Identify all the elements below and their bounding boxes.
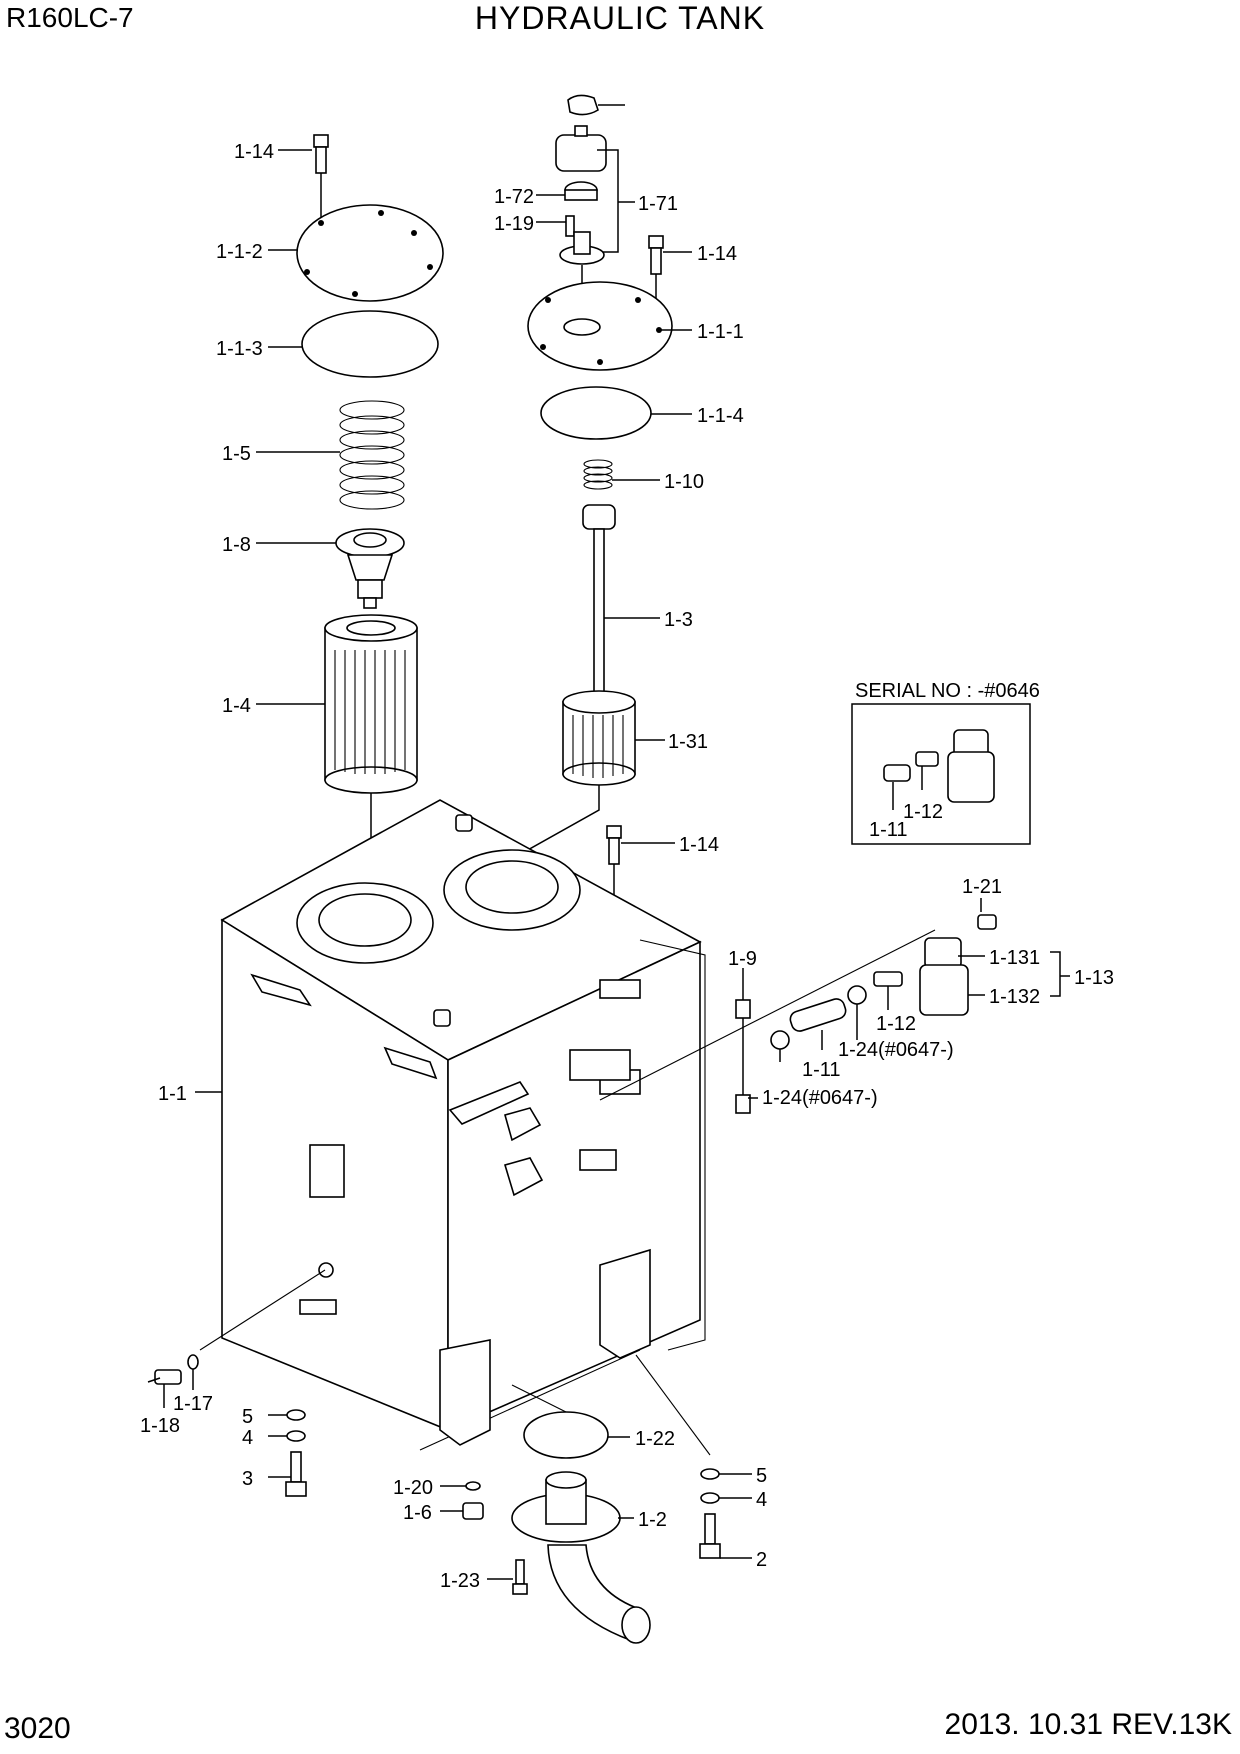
bolt-1-14-right [648,235,664,300]
hydraulic-tank-body-1-1 [220,799,706,1451]
breather-element-1-72 [564,181,598,201]
o-ring-1-1-3 [301,310,439,378]
callout-1-132: 1-132 [989,986,1040,1008]
callout-1-17: 1-17 [173,1393,213,1415]
callout-1-71: 1-71 [638,193,678,215]
callout-1-23: 1-23 [440,1570,480,1592]
washer-5-right [700,1468,720,1480]
o-ring-1-1-4 [540,386,652,440]
callout-1-18: 1-18 [140,1415,180,1437]
callout-1-24-a: 1-24(#0647-) [838,1039,954,1061]
leader-right-foot [635,1354,711,1456]
callout-1-13: 1-13 [1074,967,1114,989]
page-number: 3020 [4,1712,71,1745]
callout-1-72: 1-72 [494,186,534,208]
filter-cartridge-1-132 [919,964,969,1016]
connector-1-21 [977,914,997,930]
callout-1-11-a: 1-11 [802,1059,841,1081]
callout-1-1-4: 1-1-4 [697,405,744,427]
callout-1-1-3: 1-1-3 [216,338,263,360]
suction-pipe-1-2 [511,1471,651,1644]
callout-3: 3 [242,1468,253,1490]
callout-1-2: 1-2 [638,1509,667,1531]
bypass-valve-1-8 [335,528,405,609]
callout-2: 2 [756,1549,767,1571]
callout-1-14-b: 1-14 [697,243,737,265]
callout-1-131: 1-131 [989,947,1040,969]
callout-1-4: 1-4 [222,695,251,717]
callout-1-31: 1-31 [668,731,708,753]
bolt-1-14-left [313,134,329,218]
bolt-1-23 [512,1559,528,1595]
callout-1-12-a: 1-12 [876,1013,916,1035]
serial-label: SERIAL NO : -#0646 [855,680,1040,702]
callout-1-1: 1-1 [158,1083,187,1105]
callout-1-24-b: 1-24(#0647-) [762,1087,878,1109]
callout-1-1-1: 1-1-1 [697,321,744,343]
leader-filter-assembly [599,929,936,1101]
adapter-1-12 [873,971,903,987]
bolt-3 [285,1451,307,1497]
clamp-1-24-b [770,1030,790,1050]
callout-4-right: 4 [756,1489,767,1511]
screw-1-19 [565,215,575,237]
cover-plate-1-1-2 [296,204,444,302]
callout-1-3: 1-3 [664,609,693,631]
clamp-1-24-a [847,985,867,1005]
air-breather-cap [555,94,625,172]
filter-element-1-4 [324,614,418,794]
callout-1-12-b: 1-12 [903,801,943,823]
callout-1-19: 1-19 [494,213,534,235]
callout-1-6: 1-6 [403,1502,432,1524]
callout-1-10: 1-10 [664,471,704,493]
callout-leaders [163,149,1070,1580]
o-ring-1-22 [523,1411,609,1459]
washer-4-right [700,1492,720,1504]
callout-1-1-2: 1-1-2 [216,241,263,263]
breather-base [559,231,605,265]
strainer-rod-1-3 [582,504,616,700]
callout-1-5: 1-5 [222,443,251,465]
page-title: HYDRAULIC TANK [474,0,766,36]
callout-1-22: 1-22 [635,1428,675,1450]
filter-head-1-131 [924,937,962,969]
callout-1-20: 1-20 [393,1477,433,1499]
callout-1-14-c: 1-14 [679,834,719,856]
cover-plate-1-1-1 [527,281,673,371]
level-gauge-1-9 [735,985,751,1114]
callout-5-left: 5 [242,1406,253,1428]
o-ring-1-17 [187,1354,199,1370]
spring-1-10 [583,459,613,490]
callout-5-right: 5 [756,1465,767,1487]
hose-1-11 [789,998,847,1032]
callout-1-14-a: 1-14 [234,141,274,163]
leader-sensor [199,1269,326,1351]
model-code: R160LC-7 [6,2,134,33]
spring-1-5 [339,400,405,510]
leader-o-ring-1-22 [511,1384,567,1413]
callout-1-8: 1-8 [222,534,251,556]
strainer-1-31 [562,690,636,786]
revision-date: 2013. 10.31 REV.13K [944,1708,1232,1741]
bolt-2 [699,1513,721,1559]
serial-inset-box [851,703,1031,845]
sensor-1-18 [147,1369,182,1385]
callout-1-21: 1-21 [962,876,1002,898]
callout-1-9: 1-9 [728,948,757,970]
washer-5-left [286,1409,306,1421]
o-ring-1-20 [465,1481,481,1491]
callout-4-left: 4 [242,1427,253,1449]
callout-1-11-b: 1-11 [869,819,908,841]
plug-1-6 [462,1502,484,1520]
washer-4-left [286,1430,306,1442]
